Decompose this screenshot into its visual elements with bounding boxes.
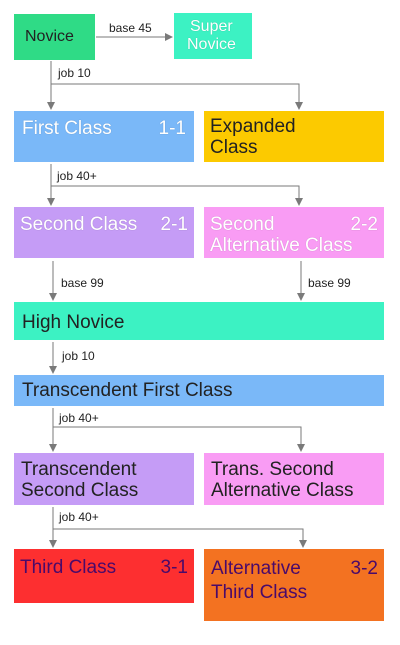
edge-label-job40: job 40+ xyxy=(57,169,97,183)
node-second-alternative-class-line2: Alternative Class xyxy=(210,235,353,256)
node-trans-second-alternative-class: Trans. Second Alternative Class xyxy=(204,453,384,505)
arrow-trans-second-to-alt-third xyxy=(53,528,307,548)
node-alternative-third-class-line2: Third Class xyxy=(211,582,308,603)
node-transcendent-second-class-line1: Transcendent xyxy=(21,459,137,480)
node-transcendent-second-class: Transcendent Second Class xyxy=(14,453,194,505)
node-third-class-number: 3-1 xyxy=(160,557,188,578)
arrow-trans-first-to-trans-second-alt xyxy=(53,426,305,452)
edge-label-base45: base 45 xyxy=(109,21,152,35)
node-super-novice-line2: Novice xyxy=(187,36,236,53)
node-alternative-third-class: Alternative Third Class 3-2 xyxy=(204,549,384,621)
node-alternative-third-class-number: 3-2 xyxy=(350,558,378,579)
arrow-novice-to-expanded xyxy=(51,83,303,110)
node-second-alternative-class: Second Alternative Class 2-2 xyxy=(204,207,384,258)
node-second-alternative-class-number: 2-2 xyxy=(350,214,378,235)
node-third-class-label: Third Class xyxy=(20,557,117,578)
edge-label-job40-third: job 40+ xyxy=(59,510,99,524)
node-expanded-class-line2: Class xyxy=(210,137,258,158)
node-transcendent-first-class-label: Transcendent First Class xyxy=(22,380,233,401)
edge-label-base99-right: base 99 xyxy=(308,276,351,290)
node-alternative-third-class-line1: Alternative xyxy=(211,558,301,579)
edge-label-job10: job 10 xyxy=(58,66,91,80)
edge-label-base99-left: base 99 xyxy=(61,276,104,290)
node-expanded-class-line1: Expanded xyxy=(210,116,296,137)
node-first-class: First Class 1-1 xyxy=(14,111,194,162)
node-high-novice: High Novice xyxy=(14,302,384,340)
node-second-class: Second Class 2-1 xyxy=(14,207,194,258)
node-transcendent-second-class-line2: Second Class xyxy=(21,480,139,501)
node-expanded-class: Expanded Class xyxy=(204,111,384,162)
node-trans-second-alternative-class-line2: Alternative Class xyxy=(211,480,354,501)
node-second-class-number: 2-1 xyxy=(160,214,188,235)
node-novice: Novice xyxy=(14,14,95,60)
arrow-first-to-second-alt xyxy=(51,185,303,206)
edge-label-job10-second: job 10 xyxy=(62,349,95,363)
node-third-class: Third Class 3-1 xyxy=(14,549,194,603)
node-novice-label: Novice xyxy=(25,28,74,45)
node-high-novice-label: High Novice xyxy=(22,312,125,333)
node-first-class-label: First Class xyxy=(22,118,112,139)
node-super-novice: Super Novice xyxy=(174,13,252,59)
node-transcendent-first-class: Transcendent First Class xyxy=(14,375,384,406)
node-first-class-number: 1-1 xyxy=(158,118,186,139)
node-second-alternative-class-line1: Second xyxy=(210,214,275,235)
node-trans-second-alternative-class-line1: Trans. Second xyxy=(211,459,334,480)
edge-label-job40-second: job 40+ xyxy=(59,411,99,425)
node-second-class-label: Second Class xyxy=(20,214,138,235)
node-super-novice-line1: Super xyxy=(190,18,233,35)
